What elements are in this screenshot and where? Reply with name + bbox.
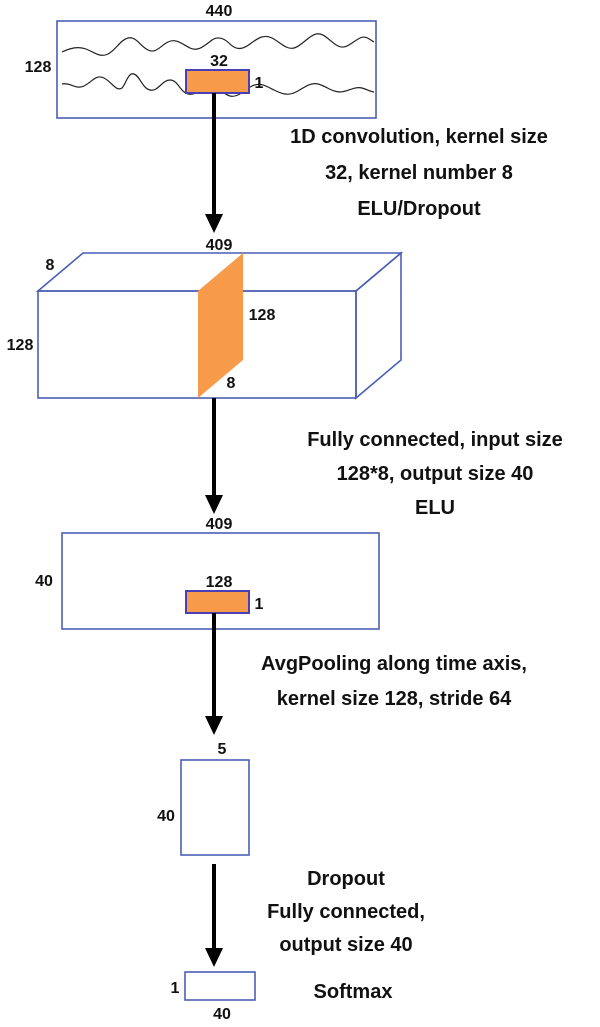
stage2-feature-volume: 409 8 128 128 8	[7, 237, 404, 400]
stage1-waveform-top	[61, 33, 375, 56]
stage1-height-label: 128	[25, 59, 52, 76]
stage1-kernel-height-label: 1	[255, 75, 264, 92]
arrow-1	[205, 93, 223, 233]
step2-caption: Fully connected, input size 128*8, outpu…	[307, 429, 563, 519]
step2-line2: 128*8, output size 40	[337, 463, 534, 485]
arrow-2	[205, 398, 223, 514]
step1-caption: 1D convolution, kernel size 32, kernel n…	[290, 126, 548, 220]
stage5-height-label: 1	[171, 980, 180, 997]
step4-line3: output size 40	[279, 934, 412, 956]
step4-line1: Dropout	[307, 868, 385, 890]
stage2-depth-label: 8	[46, 257, 55, 274]
stage2-slice-height-label: 128	[249, 307, 276, 324]
stage3-feature-map: 409 40 128 1	[35, 516, 380, 630]
stage2-slice-depth-label: 8	[227, 375, 236, 392]
arrow-4	[205, 864, 223, 967]
stage4-box	[180, 759, 250, 856]
step1-line1: 1D convolution, kernel size	[290, 126, 548, 148]
stage3-width-label: 409	[206, 516, 233, 533]
stage4-width-label: 5	[218, 741, 227, 758]
step3-caption: AvgPooling along time axis, kernel size …	[261, 653, 527, 710]
stage4-height-label: 40	[157, 808, 175, 825]
step2-line3: ELU	[415, 497, 455, 519]
stage5-activation-label: Softmax	[314, 981, 393, 1003]
step2-line1: Fully connected, input size	[307, 429, 563, 451]
stage3-kernel-height-label: 1	[255, 596, 264, 613]
stage3-box	[61, 532, 380, 630]
stage1-input-signal: 440 128 32 1	[25, 3, 377, 119]
stage2-volume-front	[37, 290, 357, 399]
stage5-width-label: 40	[213, 1006, 231, 1023]
stage2-width-label: 409	[206, 237, 233, 254]
stage2-volume-side	[355, 251, 402, 400]
stage3-kernel-width-label: 128	[206, 574, 233, 591]
step1-line2: 32, kernel number 8	[325, 162, 513, 184]
step4-line2: Fully connected,	[267, 901, 425, 923]
stage1-width-label: 440	[206, 3, 233, 20]
stage1-kernel-width-label: 32	[210, 53, 228, 70]
stage1-box	[56, 20, 377, 119]
stage3-height-label: 40	[35, 573, 53, 590]
step3-line2: kernel size 128, stride 64	[277, 688, 512, 710]
stage3-kernel	[185, 590, 250, 614]
step3-line1: AvgPooling along time axis,	[261, 653, 527, 675]
stage5-output: 1 40 Softmax	[171, 971, 393, 1023]
step4-caption: Dropout Fully connected, output size 40	[267, 868, 425, 956]
stage2-kernel-slice	[198, 253, 243, 398]
stage2-height-label: 128	[7, 337, 34, 354]
step1-line3: ELU/Dropout	[357, 198, 481, 220]
stage1-kernel	[185, 69, 250, 94]
stage4-pooled-map: 5 40	[157, 741, 250, 856]
stage5-box	[184, 971, 256, 1001]
arrow-3	[205, 613, 223, 735]
